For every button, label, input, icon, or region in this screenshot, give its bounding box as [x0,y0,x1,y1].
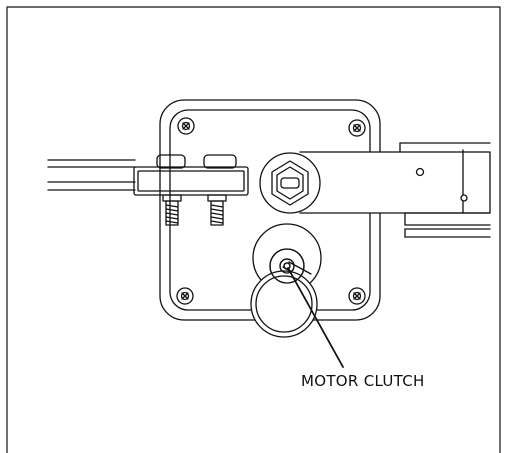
clamp-caps [156,154,237,169]
figure-frame [6,6,501,453]
screw-icon [348,119,366,137]
right-arm [299,142,491,238]
screw-icon [348,287,366,305]
threaded-bolt-right [207,194,227,226]
left-rail [47,159,249,196]
motor-clutch [250,223,322,338]
threaded-bolt-left [162,194,182,226]
callout-label: MOTOR CLUTCH [301,372,425,390]
screw-icon [176,287,194,305]
screw-icon [177,117,195,135]
hex-nut [259,152,321,214]
callout-leader [287,267,344,368]
